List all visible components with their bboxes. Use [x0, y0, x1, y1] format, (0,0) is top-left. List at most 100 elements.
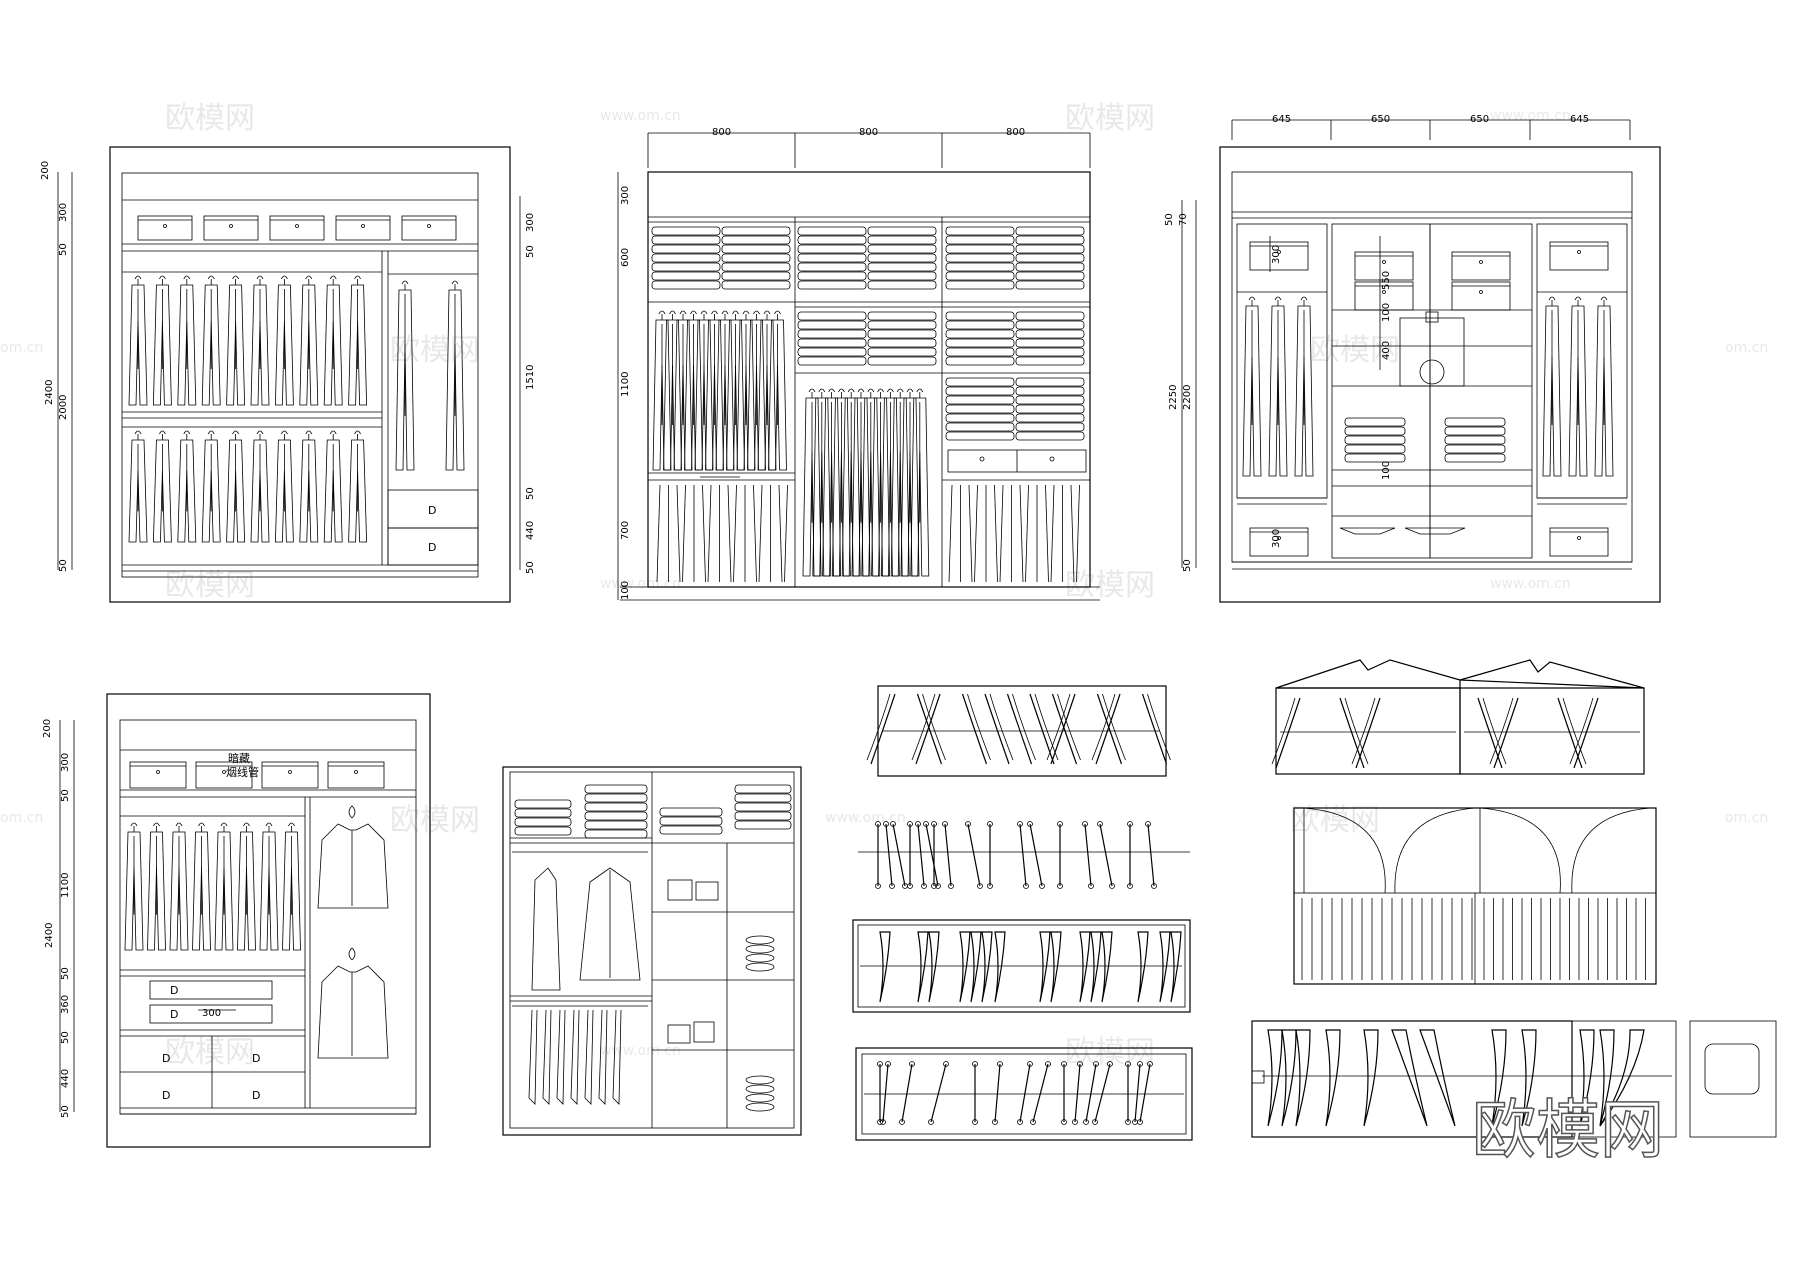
garment — [822, 397, 842, 577]
note-text: 烟线管 — [226, 765, 259, 779]
hanger — [711, 310, 718, 320]
dim-label: 50 — [58, 243, 69, 256]
trouser-hanger — [1170, 931, 1182, 1003]
curved-hanger — [984, 693, 1010, 765]
garment — [147, 831, 166, 951]
hanger — [838, 388, 845, 398]
hanger — [256, 430, 264, 440]
dim-label: 300 — [58, 203, 69, 222]
folded-item — [1015, 329, 1085, 339]
folded-item — [584, 802, 648, 812]
garment — [177, 439, 197, 543]
rolled-towel — [745, 1093, 775, 1103]
folded-item — [867, 338, 937, 348]
clip-hanger — [1099, 823, 1113, 887]
folded-item — [721, 244, 791, 254]
folded-item — [1015, 404, 1085, 414]
folded-item — [1015, 271, 1085, 281]
folded-item — [797, 347, 867, 357]
dim-label: 2400 — [44, 923, 55, 948]
dim-label: 1510 — [525, 365, 536, 390]
rolled-towel — [745, 1084, 775, 1094]
dim-label: 100 — [620, 581, 631, 600]
watermark-url: www.om.cn — [825, 810, 906, 826]
tie — [570, 1009, 580, 1105]
accessory-details — [852, 685, 1193, 1141]
folded-item — [1444, 453, 1506, 463]
folded-item — [1015, 311, 1085, 321]
clip-hanger — [1084, 823, 1092, 887]
clip-hanger — [1139, 1063, 1151, 1123]
dim-label: 200 — [40, 161, 51, 180]
garment — [1268, 305, 1288, 477]
hanger — [1300, 296, 1308, 306]
hanging-clothes — [1242, 296, 1614, 477]
hanger — [1274, 296, 1282, 306]
drawer-label: D — [170, 1008, 178, 1021]
clip-hanger — [892, 823, 906, 887]
hanger — [354, 430, 361, 440]
storage-boxes — [137, 215, 457, 241]
folded-item — [867, 356, 937, 366]
cabinet-frame — [1219, 146, 1661, 603]
garment — [851, 397, 871, 577]
hanging-long-clothes — [395, 280, 465, 471]
trouser-hanger — [1090, 931, 1102, 1003]
storage-box — [1249, 527, 1309, 557]
dim-label: 100 — [1381, 303, 1392, 322]
folded-item — [1015, 431, 1085, 441]
storage-box — [401, 215, 457, 241]
garment — [250, 284, 270, 406]
folded-item — [1015, 280, 1085, 290]
hanger — [243, 822, 250, 832]
dim-label: 50 — [60, 789, 71, 802]
garment — [802, 397, 822, 577]
dimension-left: 300 600 1100 700 100 — [617, 172, 631, 600]
garment — [726, 319, 745, 471]
hanging-clothes — [128, 275, 368, 406]
hanger — [288, 822, 295, 832]
curved-hanger — [1050, 693, 1076, 765]
dim-label: 300 — [1271, 529, 1282, 548]
folded-item — [867, 271, 937, 281]
folded-item — [1015, 347, 1085, 357]
folded-item — [651, 244, 721, 254]
hanger — [847, 388, 855, 398]
folded-item — [721, 226, 791, 236]
dim-label: 100 — [1381, 461, 1392, 480]
folded-item — [584, 784, 648, 794]
folded-item — [584, 793, 648, 803]
clip-hanger — [930, 1063, 947, 1123]
rack-details — [1251, 659, 1777, 1138]
folded-item — [797, 244, 867, 254]
hanger — [774, 310, 781, 320]
drawer-label: D — [252, 1089, 260, 1102]
watermark: 欧模网 — [165, 101, 255, 136]
bottom-hanging-lines — [656, 484, 1080, 583]
drawer-label: D — [252, 1052, 260, 1065]
hanger — [1574, 296, 1582, 306]
hanger — [153, 822, 160, 832]
folded-item — [721, 280, 791, 290]
garment — [747, 319, 766, 471]
dim-label: 645 — [1570, 114, 1589, 125]
trouser-hanger — [1137, 931, 1149, 1003]
trouser-hanger — [879, 931, 891, 1003]
drawer-label: D — [162, 1052, 170, 1065]
folded-item — [514, 826, 572, 836]
dim-label: 50 — [60, 1031, 71, 1044]
storage-box — [1249, 241, 1309, 271]
hanger — [198, 822, 205, 832]
folded-item — [514, 808, 572, 818]
hanger — [867, 388, 875, 398]
rolled-towel — [745, 1102, 775, 1112]
folded-item — [1015, 262, 1085, 272]
folded-item — [1015, 395, 1085, 405]
garment — [259, 831, 279, 951]
garment — [128, 439, 148, 543]
folded-towels — [1344, 417, 1506, 463]
folded-item — [945, 262, 1015, 272]
garment — [274, 284, 294, 406]
folded-item — [797, 356, 867, 366]
